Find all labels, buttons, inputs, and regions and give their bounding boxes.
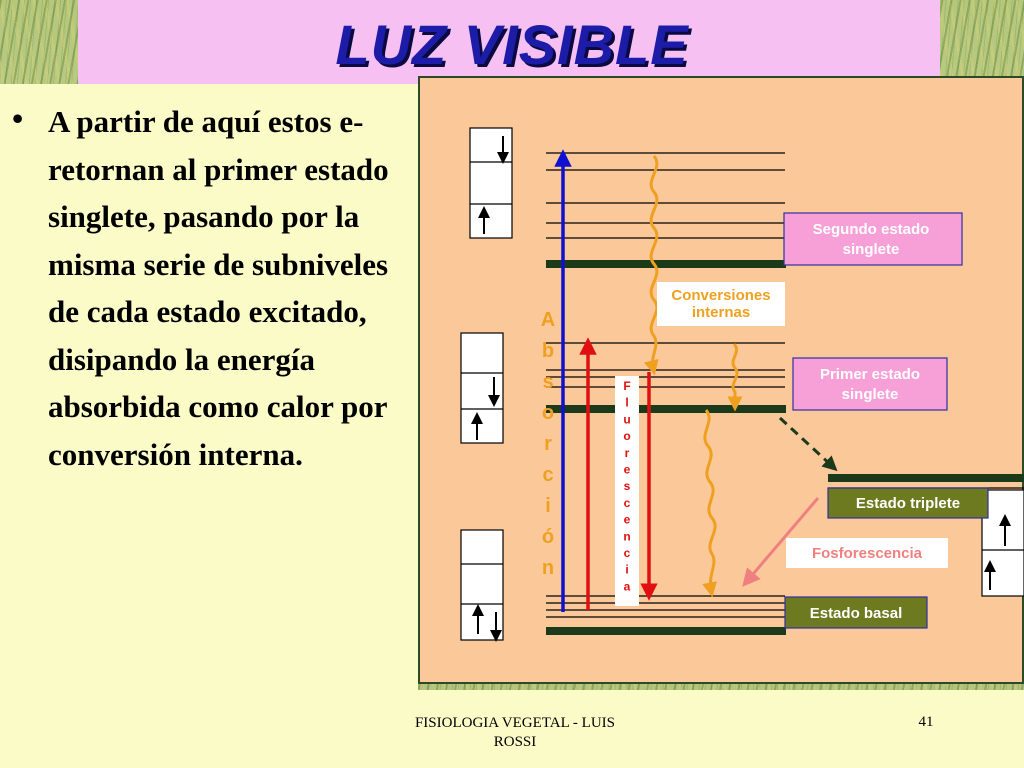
- ground-state-base-level: [546, 627, 786, 635]
- absorcion-letter: A: [541, 309, 555, 331]
- svg-text:internas: internas: [692, 304, 750, 321]
- absorcion-letter: s: [542, 371, 553, 393]
- triplet-base-level: [828, 474, 1024, 482]
- svg-text:Estado basal: Estado basal: [810, 605, 903, 622]
- fluorescencia-letter: o: [623, 429, 630, 443]
- fosforescencia-label: Fosforescencia: [786, 538, 948, 568]
- absorcion-letter: i: [545, 495, 551, 517]
- bullet-dot: •: [12, 100, 24, 136]
- svg-text:Primer estado: Primer estado: [820, 366, 920, 383]
- absorcion-letter: r: [544, 433, 552, 455]
- slide-title: LUZ VISIBLE: [335, 13, 689, 76]
- ground-state-levels: [546, 595, 785, 618]
- footer-line2: ROSSI: [493, 734, 537, 750]
- conversion-wave-arrow-2: [727, 342, 743, 412]
- fluorescencia-letter: r: [625, 446, 630, 460]
- page-number: 41: [918, 714, 934, 730]
- svg-text:Estado triplete: Estado triplete: [856, 495, 960, 512]
- footer-credit: FISIOLOGIA VEGETAL - LUIS ROSSI: [360, 714, 670, 752]
- phosphorescence-arrow: [742, 497, 820, 587]
- primer-estado-label: Primer estado singlete: [792, 357, 948, 411]
- absorcion-letter: b: [542, 340, 554, 362]
- absorcion-letter: n: [542, 557, 554, 579]
- spin-box-top: [469, 127, 513, 239]
- svg-text:Conversiones: Conversiones: [671, 287, 770, 304]
- fluorescencia-letter: a: [624, 579, 631, 593]
- fluorescencia-letter: c: [624, 496, 631, 510]
- second-singlet-levels: [546, 152, 785, 239]
- conversion-wave-arrow-1: [643, 155, 659, 376]
- absorcion-letter: c: [542, 464, 553, 486]
- fluorescencia-letter: c: [624, 546, 631, 560]
- fluorescencia-letter: i: [625, 563, 628, 577]
- footer-line1: FISIOLOGIA VEGETAL - LUIS: [414, 715, 616, 731]
- first-singlet-base-level: [546, 405, 786, 413]
- fluorescencia-label-bg: [615, 376, 639, 606]
- fluorescencia-letter: l: [625, 396, 628, 410]
- absorcion-letter: ó: [542, 526, 554, 548]
- intersystem-crossing-arrow: [778, 416, 838, 472]
- triplete-label: Estado triplete: [827, 487, 989, 519]
- svg-text:singlete: singlete: [843, 241, 900, 258]
- fluorescencia-letter: F: [623, 379, 630, 393]
- fluorescencia-letter: e: [624, 513, 631, 527]
- svg-text:Fosforescencia: Fosforescencia: [812, 545, 923, 562]
- conversiones-label: Conversiones internas: [657, 282, 785, 326]
- second-singlet-base-level: [546, 260, 786, 268]
- svg-text:singlete: singlete: [842, 386, 899, 403]
- fluorescencia-letter: u: [623, 412, 630, 426]
- text-panel: [0, 84, 418, 690]
- bullet-text: A partir de aquí estos e- retornan al pr…: [48, 104, 389, 472]
- fluorescencia-letter: e: [624, 463, 631, 477]
- basal-label: Estado basal: [784, 596, 928, 629]
- fluorescencia-letter: s: [624, 479, 631, 493]
- footer-band: [0, 690, 1024, 768]
- absorcion-letter: o: [542, 402, 554, 424]
- spin-box-triplet: [981, 489, 1024, 597]
- fluorescencia-letter: n: [623, 529, 630, 543]
- segundo-estado-label: Segundo estado singlete: [783, 212, 963, 266]
- conversion-wave-arrow-3: [702, 409, 717, 598]
- svg-text:Segundo estado: Segundo estado: [813, 221, 930, 238]
- spin-box-bottom: [460, 529, 504, 642]
- diagram-panel-border: [418, 76, 1024, 684]
- spin-box-middle: [460, 332, 504, 444]
- title-band: [78, 0, 940, 84]
